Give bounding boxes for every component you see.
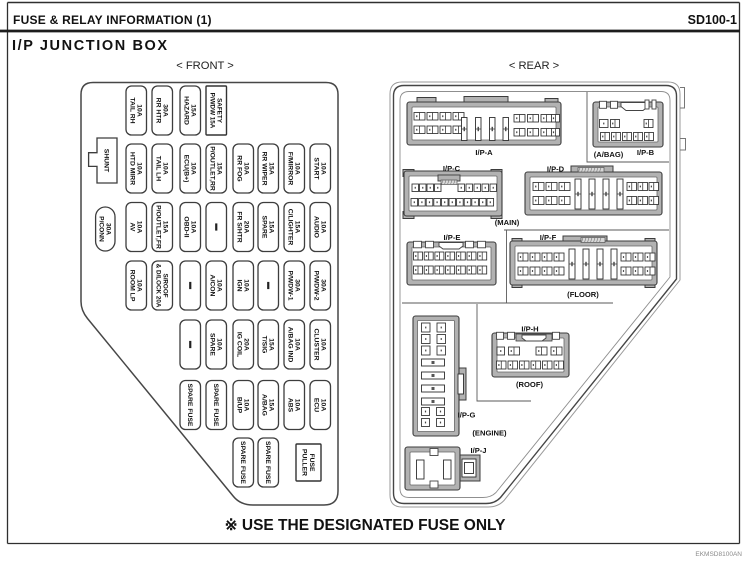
svg-text:I/P-J: I/P-J <box>470 446 486 455</box>
svg-text:P/WDW-1: P/WDW-1 <box>286 270 293 300</box>
svg-text:T/SIG: T/SIG <box>260 336 267 354</box>
svg-text:10A: 10A <box>216 279 223 292</box>
svg-text:I/P-F: I/P-F <box>540 233 557 242</box>
svg-text:10A: 10A <box>136 279 143 292</box>
svg-text:AUDIO: AUDIO <box>312 216 319 238</box>
svg-text:30A: 30A <box>162 104 169 117</box>
svg-text:I/P-D: I/P-D <box>547 165 565 174</box>
svg-text:I/P-C: I/P-C <box>443 164 461 173</box>
svg-text:F/MIRROR: F/MIRROR <box>286 152 293 186</box>
svg-text:FR S/HTR: FR S/HTR <box>235 211 242 242</box>
svg-text:RR FOG: RR FOG <box>235 155 242 181</box>
svg-text:IG COIL: IG COIL <box>235 332 242 357</box>
svg-text:I/P JUNCTION BOX: I/P JUNCTION BOX <box>12 38 169 54</box>
svg-text:15A: 15A <box>268 162 275 175</box>
svg-text:10A: 10A <box>320 338 327 351</box>
svg-text:SPARE FUSE: SPARE FUSE <box>212 384 219 427</box>
svg-text:HTD MIRR: HTD MIRR <box>128 152 135 185</box>
svg-text:15A: 15A <box>268 338 275 351</box>
svg-text:P/OUTLET,RR: P/OUTLET,RR <box>208 146 215 191</box>
svg-text:I/P-H: I/P-H <box>521 325 538 334</box>
svg-text:PULLER: PULLER <box>301 449 308 476</box>
svg-text:< FRONT >: < FRONT > <box>176 60 234 72</box>
svg-text:(MAIN): (MAIN) <box>495 218 520 227</box>
svg-text:10A: 10A <box>243 399 250 412</box>
svg-text:15A: 15A <box>162 221 169 234</box>
svg-text:10A: 10A <box>162 162 169 175</box>
svg-text:B/UP: B/UP <box>235 397 242 414</box>
svg-text:SD100-1: SD100-1 <box>688 13 737 27</box>
svg-text:30A: 30A <box>294 279 301 292</box>
svg-text:10A: 10A <box>136 162 143 175</box>
svg-text:20A: 20A <box>243 221 250 234</box>
svg-text:AV: AV <box>128 223 135 232</box>
svg-text:EKMSD8100AN: EKMSD8100AN <box>695 551 742 558</box>
svg-text:20A: 20A <box>243 338 250 351</box>
svg-text:ROOM LP: ROOM LP <box>128 270 135 302</box>
svg-text:15A: 15A <box>216 162 223 175</box>
svg-text:I/P-E: I/P-E <box>444 233 461 242</box>
svg-text:(A/BAG): (A/BAG) <box>594 150 624 159</box>
svg-text:P/WDW-2: P/WDW-2 <box>312 270 319 300</box>
svg-text:OBD-II: OBD-II <box>182 216 189 237</box>
svg-text:10A: 10A <box>190 221 197 234</box>
svg-text:I/P-B: I/P-B <box>637 148 655 157</box>
svg-text:10A: 10A <box>136 221 143 234</box>
svg-text:10A: 10A <box>216 338 223 351</box>
svg-text:10A: 10A <box>190 162 197 175</box>
svg-text:TAIL LH: TAIL LH <box>154 156 161 182</box>
svg-text:10A: 10A <box>136 104 143 117</box>
svg-text:10A: 10A <box>243 162 250 175</box>
svg-text:30A: 30A <box>105 223 112 235</box>
svg-text:IGN: IGN <box>235 279 242 291</box>
svg-text:(ENGINE): (ENGINE) <box>472 429 507 438</box>
svg-text:START: START <box>312 157 319 180</box>
svg-text:A/BAG IND: A/BAG IND <box>286 327 293 363</box>
svg-text:10A: 10A <box>294 338 301 351</box>
svg-text:(FLOOR): (FLOOR) <box>567 290 599 299</box>
svg-text:A/CON: A/CON <box>208 275 215 297</box>
svg-text:ECU(B+): ECU(B+) <box>182 155 189 183</box>
svg-text:SAFETY: SAFETY <box>216 98 223 124</box>
svg-text:10A: 10A <box>243 279 250 292</box>
svg-text:SPARE FUSE: SPARE FUSE <box>264 441 271 484</box>
svg-text:15A: 15A <box>294 221 301 234</box>
svg-text:SPARE FUSE: SPARE FUSE <box>239 441 246 484</box>
svg-text:SPARE FUSE: SPARE FUSE <box>186 384 193 427</box>
svg-text:TAIL RH: TAIL RH <box>128 97 135 123</box>
svg-text:ABS: ABS <box>286 398 293 413</box>
svg-text:HAZARD: HAZARD <box>182 96 189 125</box>
svg-text:< REAR >: < REAR > <box>509 60 559 72</box>
svg-text:S/ROOF: S/ROOF <box>162 273 169 297</box>
svg-text:CLUSTER: CLUSTER <box>312 328 319 360</box>
svg-text:30A: 30A <box>320 279 327 292</box>
svg-text:RR WIPER: RR WIPER <box>260 152 267 186</box>
svg-text:P/OUTLET,FR: P/OUTLET,FR <box>154 205 161 249</box>
svg-text:15A: 15A <box>190 104 197 117</box>
svg-text:& D/LOCK 20A: & D/LOCK 20A <box>154 264 161 308</box>
svg-text:SPARE: SPARE <box>260 216 267 239</box>
svg-text:10A: 10A <box>294 162 301 175</box>
svg-text:I/P-G: I/P-G <box>458 411 476 420</box>
svg-text:10A: 10A <box>320 162 327 175</box>
svg-text:(ROOF): (ROOF) <box>516 380 543 389</box>
svg-text:RR HTR: RR HTR <box>154 98 161 124</box>
svg-text:P/WDW 15A: P/WDW 15A <box>208 93 215 129</box>
svg-text:10A: 10A <box>320 221 327 234</box>
svg-text:FUSE: FUSE <box>308 453 315 472</box>
svg-text:10A: 10A <box>320 399 327 412</box>
svg-text:15A: 15A <box>268 399 275 412</box>
svg-text:15A: 15A <box>268 221 275 234</box>
svg-text:SHUNT: SHUNT <box>103 149 110 173</box>
svg-text:I/P-A: I/P-A <box>475 148 493 157</box>
svg-text:ECU: ECU <box>312 398 319 412</box>
svg-text:10A: 10A <box>294 399 301 412</box>
svg-text:FUSE & RELAY INFORMATION (1): FUSE & RELAY INFORMATION (1) <box>13 13 212 27</box>
svg-text:※ USE THE DESIGNATED FUSE ONLY: ※ USE THE DESIGNATED FUSE ONLY <box>225 517 506 534</box>
svg-text:P/CONN: P/CONN <box>97 216 104 242</box>
svg-text:C/LIGHTER: C/LIGHTER <box>286 209 293 246</box>
svg-text:A/BAG: A/BAG <box>260 394 267 416</box>
svg-text:SPARE: SPARE <box>208 333 215 356</box>
